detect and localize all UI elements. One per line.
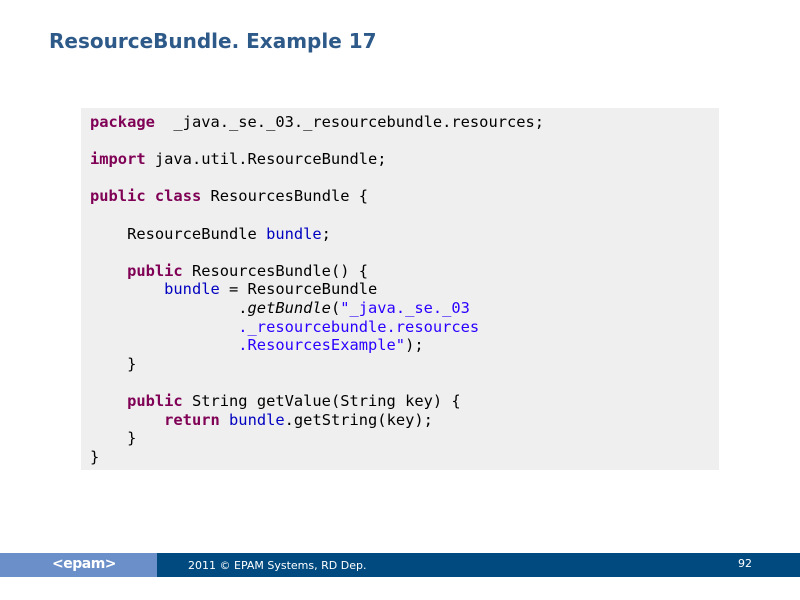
code-text: }	[90, 447, 100, 466]
code-text: _java._se._03._resourcebundle.resources;	[154, 113, 545, 131]
code-line: ResourceBundle bundle;	[90, 225, 544, 244]
code-text: .	[90, 298, 248, 317]
code-keyword: public	[127, 261, 183, 280]
code-text: ResourcesBundle() {	[182, 261, 369, 280]
code-string: .ResourcesExample"	[238, 336, 406, 355]
code-keyword: public	[90, 187, 146, 206]
code-text: ResourcesBundle {	[201, 187, 369, 206]
copyright-text: 2011 © EPAM Systems, RD Dep.	[188, 559, 367, 572]
code-text	[90, 318, 238, 336]
code-keyword: import	[90, 150, 146, 169]
code-line: package _java._se._03._resourcebundle.re…	[90, 113, 544, 132]
code-text: }	[90, 429, 137, 448]
footer-logo-area: <epam>	[0, 553, 157, 577]
code-line: public String getValue(String key) {	[90, 392, 544, 411]
code-line: import java.util.ResourceBundle;	[90, 150, 544, 169]
code-block: package _java._se._03._resourcebundle.re…	[81, 108, 719, 470]
code-text	[90, 336, 238, 354]
code-text: String getValue(String key) {	[182, 391, 461, 410]
code-line: bundle = ResourceBundle	[90, 280, 544, 299]
epam-logo: <epam>	[52, 556, 117, 572]
footer-bar: <epam> 2011 © EPAM Systems, RD Dep. 92	[0, 553, 800, 577]
page-number: 92	[738, 557, 752, 570]
code-line: return bundle.getString(key);	[90, 411, 544, 430]
code-field: bundle	[229, 410, 285, 429]
code-text: }	[90, 354, 137, 373]
code-text: (	[330, 298, 341, 317]
code-text: ;	[321, 224, 331, 243]
code-line	[90, 169, 544, 188]
code-text: = ResourceBundle	[219, 280, 378, 299]
code-text: getBundle	[247, 298, 331, 317]
code-text	[90, 392, 127, 410]
code-keyword: class	[154, 187, 202, 206]
code-line	[90, 373, 544, 392]
code-line: ._resourcebundle.resources	[90, 318, 544, 337]
code-text	[90, 262, 127, 280]
code-keyword: public	[127, 391, 183, 410]
code-string: "_java._se._03	[340, 298, 470, 317]
code-keyword: package	[90, 113, 155, 131]
code-text	[90, 280, 164, 298]
code-line	[90, 206, 544, 225]
code-field: bundle	[266, 224, 322, 243]
code-text: );	[405, 336, 424, 355]
code-line: public class ResourcesBundle {	[90, 187, 544, 206]
code-line: }	[90, 429, 544, 448]
code-line: }	[90, 355, 544, 374]
code-text: .getString(key);	[284, 410, 433, 429]
code-string: ._resourcebundle.resources	[238, 317, 480, 336]
code-line: }	[90, 448, 544, 467]
code-text: java.util.ResourceBundle;	[145, 150, 387, 169]
code-keyword: return	[164, 410, 220, 429]
code-text	[146, 187, 155, 205]
code-line: public ResourcesBundle() {	[90, 262, 544, 281]
code-text: ResourceBundle	[90, 224, 267, 243]
code-lines: package _java._se._03._resourcebundle.re…	[90, 113, 544, 466]
code-text	[90, 411, 164, 429]
code-text	[220, 411, 229, 429]
slide-title: ResourceBundle. Example 17	[49, 29, 377, 53]
code-line: .ResourcesExample");	[90, 336, 544, 355]
code-line	[90, 243, 544, 262]
code-line: .getBundle("_java._se._03	[90, 299, 544, 318]
code-field: bundle	[164, 280, 220, 299]
code-line	[90, 132, 544, 151]
